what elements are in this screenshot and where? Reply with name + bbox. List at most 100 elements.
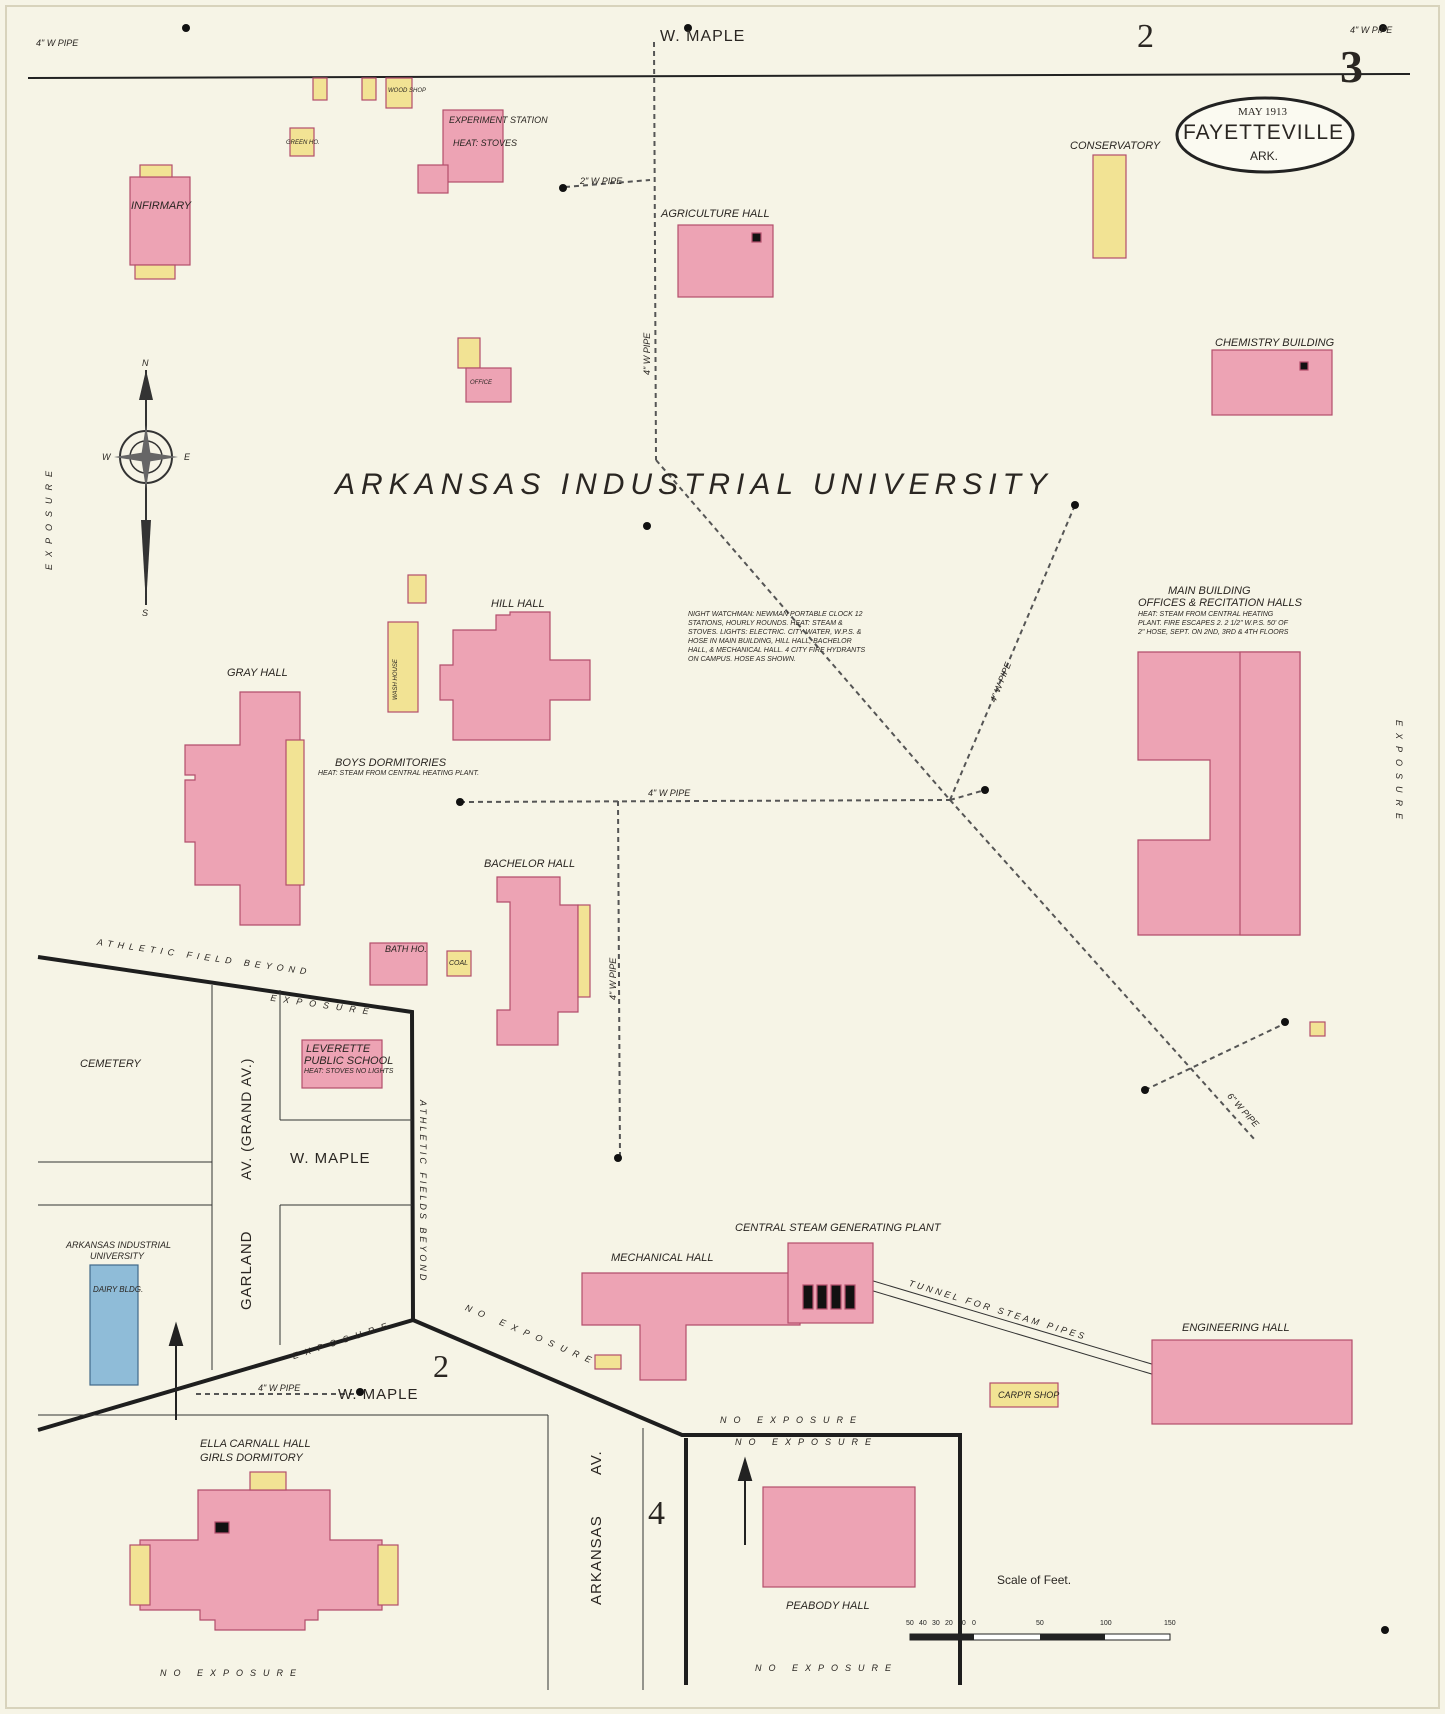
label-dairy-1: ARKANSAS INDUSTRIAL — [66, 1240, 172, 1250]
scale-tick: 30 — [932, 1620, 940, 1627]
label-leverette-1: LEVERETTE — [306, 1043, 371, 1055]
no-exposure-peabody: NO EXPOSURE — [735, 1437, 879, 1447]
label-boys-heat: HEAT: STEAM FROM CENTRAL HEATING PLANT. — [318, 770, 480, 777]
label-peabody-hall: PEABODY HALL — [786, 1600, 870, 1612]
label-cemetery: CEMETERY — [80, 1058, 141, 1070]
building-main-wing — [1239, 651, 1301, 936]
building-leverette — [301, 1039, 383, 1089]
building-porch — [129, 1544, 151, 1606]
building-infirmary-porch — [134, 264, 176, 280]
boundary-line — [37, 955, 416, 1432]
title-state: ARK. — [1250, 149, 1279, 163]
building-central-plant — [787, 1242, 874, 1324]
pipe-line — [653, 41, 657, 461]
pipe-line — [1144, 1021, 1289, 1091]
building-shed — [457, 337, 481, 369]
building-bath-ho — [369, 942, 428, 986]
hydrant-icon — [182, 24, 190, 32]
pipe-line — [949, 504, 1076, 801]
label-dairy-2: UNIVERSITY — [90, 1251, 145, 1261]
title-date: MAY 1913 — [1238, 106, 1288, 118]
building-shed — [407, 574, 427, 604]
sheet-border — [5, 5, 1440, 1709]
pipe-line — [655, 459, 951, 801]
building-shed — [312, 77, 328, 101]
hydrant-icon — [614, 1154, 622, 1162]
scale-title: Scale of Feet. — [997, 1573, 1072, 1587]
boundary-line — [412, 1318, 962, 1685]
adjacent-sheet-bottom: 4 — [648, 1495, 665, 1532]
building-porch — [377, 1544, 399, 1606]
label-coal: COAL — [449, 960, 469, 967]
street-label-arkansas: ARKANSAS — [588, 1515, 605, 1605]
label-bath-ho: BATH HO. — [385, 944, 427, 954]
tunnel-edge — [869, 1289, 1156, 1376]
label-main-building-1: MAIN BUILDING — [1168, 585, 1251, 597]
building-green-ho — [289, 127, 315, 157]
label-main-building-2: OFFICES & RECITATION HALLS — [1138, 597, 1303, 609]
label-experiment-heat: HEAT: STOVES — [453, 138, 518, 148]
label-boys-dormitories: BOYS DORMITORIES — [335, 757, 447, 769]
scale-tick: 50 — [1036, 1620, 1044, 1627]
top-street-line — [27, 73, 1411, 79]
building-peabody-hall — [762, 1486, 916, 1588]
buildings — [89, 77, 1353, 1631]
building-shed — [361, 77, 377, 101]
scale-tick: 10 — [958, 1620, 966, 1627]
building-gray-hall — [184, 691, 301, 926]
hydrant-icon — [559, 184, 567, 192]
no-exposure-bottom-left: NO EXPOSURE — [160, 1668, 304, 1678]
label-experiment-station: EXPERIMENT STATION — [449, 115, 548, 125]
building-ella-carnall — [139, 1489, 383, 1631]
building-wood-shop — [385, 77, 413, 109]
building-conservatory — [1092, 154, 1127, 259]
pipe-line — [617, 800, 621, 1159]
boilers — [802, 1284, 856, 1310]
tunnel-edge — [869, 1279, 1156, 1366]
building-bachelor-porch — [577, 904, 591, 998]
building-experiment-station — [442, 109, 504, 183]
label-carp-shop: CARP'R SHOP — [998, 1390, 1060, 1400]
compass-north: N — [142, 358, 149, 368]
hydrant-icon — [981, 786, 989, 794]
no-exposure-bottom-right: NO EXPOSURE — [755, 1663, 899, 1673]
main-heat-note: HEAT: STEAM FROM CENTRAL HEATING PLANT. … — [1138, 611, 1289, 636]
hydrant-icon — [1071, 501, 1079, 509]
hydrant-icon — [643, 522, 651, 530]
label-gray-hall: GRAY HALL — [227, 667, 288, 679]
vault-icon — [1299, 361, 1309, 371]
building-dairy — [89, 1264, 139, 1386]
label-ella-carnall-1: ELLA CARNALL HALL — [200, 1438, 311, 1450]
street-label-arkansas-av: AV. — [588, 1450, 605, 1475]
street-boundaries — [37, 955, 962, 1685]
label-green-ho: GREEN HO. — [286, 140, 320, 146]
pipe-label: 4" W PIPE — [648, 788, 691, 798]
building-shed — [1309, 1021, 1326, 1037]
scale-tick: 40 — [919, 1620, 927, 1627]
compass-west: W — [102, 452, 111, 462]
scale-bar — [909, 1633, 1171, 1641]
fire-hydrants — [104, 24, 1389, 1634]
label-ella-carnall-2: GIRLS DORMITORY — [200, 1452, 303, 1464]
vault-icon — [751, 232, 762, 243]
water-pipe-lines — [196, 41, 1289, 1395]
label-bachelor-hall: BACHELOR HALL — [484, 858, 576, 870]
scale-tick: 0 — [972, 1620, 976, 1627]
scale-tick: 50 — [906, 1620, 914, 1627]
hydrant-icon — [684, 24, 692, 32]
exposure-right: EXPOSURE — [1394, 720, 1404, 827]
steam-tunnel — [869, 1279, 1156, 1376]
label-infirmary: INFIRMARY — [131, 200, 192, 212]
scale-tick: 100 — [1100, 1620, 1112, 1627]
label-hill-hall: HILL HALL — [491, 598, 545, 610]
label-conservatory: CONSERVATORY — [1070, 140, 1161, 152]
label-agriculture-hall: AGRICULTURE HALL — [661, 208, 770, 220]
building-carp-shop — [989, 1382, 1059, 1408]
building-wash-house — [387, 621, 419, 713]
hydrant-icon — [1381, 1626, 1389, 1634]
building-infirmary — [129, 176, 191, 266]
watchman-note: NIGHT WATCHMAN: NEWMAN PORTABLE CLOCK 12… — [688, 611, 866, 663]
label-leverette-3: HEAT: STOVES NO LIGHTS — [304, 1068, 394, 1075]
